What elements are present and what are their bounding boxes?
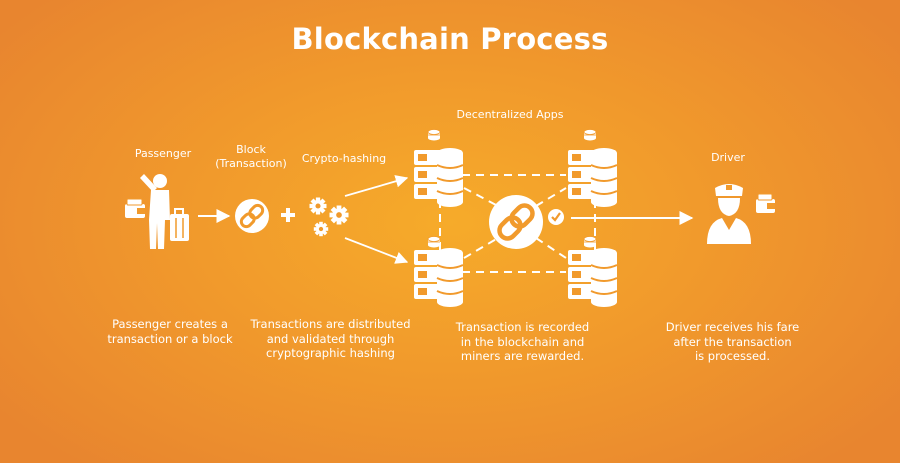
caption-line: is processed.	[694, 349, 771, 363]
crypto-caption: Transactions are distributed and validat…	[248, 317, 413, 361]
network-lines	[439, 174, 596, 273]
server-icon	[414, 147, 464, 208]
checkmark-icon	[548, 209, 564, 225]
coins-icon	[427, 236, 441, 248]
gears-icon	[309, 197, 349, 237]
chain-link-icon	[235, 199, 269, 233]
crypto-hashing-label: Crypto-hashing	[301, 152, 387, 165]
coins-icon	[583, 129, 597, 141]
driver-label: Driver	[711, 151, 745, 164]
caption-line: Transaction is recorded	[455, 320, 590, 334]
passenger-label: Passenger	[134, 147, 192, 160]
caption-line: and validated through	[266, 331, 395, 346]
plus-icon	[281, 208, 295, 222]
arrow-to-top-server	[344, 175, 409, 197]
diagram-title: Blockchain Process	[291, 22, 609, 56]
blockchain-caption: Transaction is recorded in the blockchai…	[445, 320, 600, 364]
passenger-caption: Passenger creates a transaction or a blo…	[95, 317, 245, 346]
block-label-line2: (Transaction)	[215, 157, 287, 170]
driver-icon	[707, 184, 751, 244]
coins-icon	[583, 236, 597, 248]
caption-line: transaction or a block	[107, 331, 233, 346]
caption-line: cryptographic hashing	[266, 346, 395, 360]
arrow-to-bottom-server	[344, 237, 409, 264]
block-label: Block (Transaction)	[205, 143, 297, 171]
passenger-icon	[140, 174, 170, 249]
caption-line: Driver receives his fare	[665, 320, 800, 334]
chain-link-icon	[489, 195, 543, 249]
caption-line: Transactions are distributed	[250, 317, 411, 331]
coins-icon	[427, 129, 441, 141]
server-icon	[414, 247, 464, 308]
caption-line: miners are rewarded.	[460, 349, 585, 363]
caption-line: Passenger creates a	[112, 317, 228, 331]
suitcase-icon	[170, 208, 189, 241]
block-label-line1: Block	[236, 143, 266, 156]
server-icon	[568, 147, 618, 208]
wallet-icon	[125, 198, 145, 218]
driver-caption: Driver receives his fare after the trans…	[650, 320, 815, 364]
caption-line: after the transaction	[673, 334, 792, 349]
wallet-icon	[756, 193, 775, 213]
caption-line: in the blockchain and	[460, 334, 585, 349]
server-icon	[568, 247, 618, 308]
decentralized-apps-label: Decentralized Apps	[456, 108, 564, 121]
